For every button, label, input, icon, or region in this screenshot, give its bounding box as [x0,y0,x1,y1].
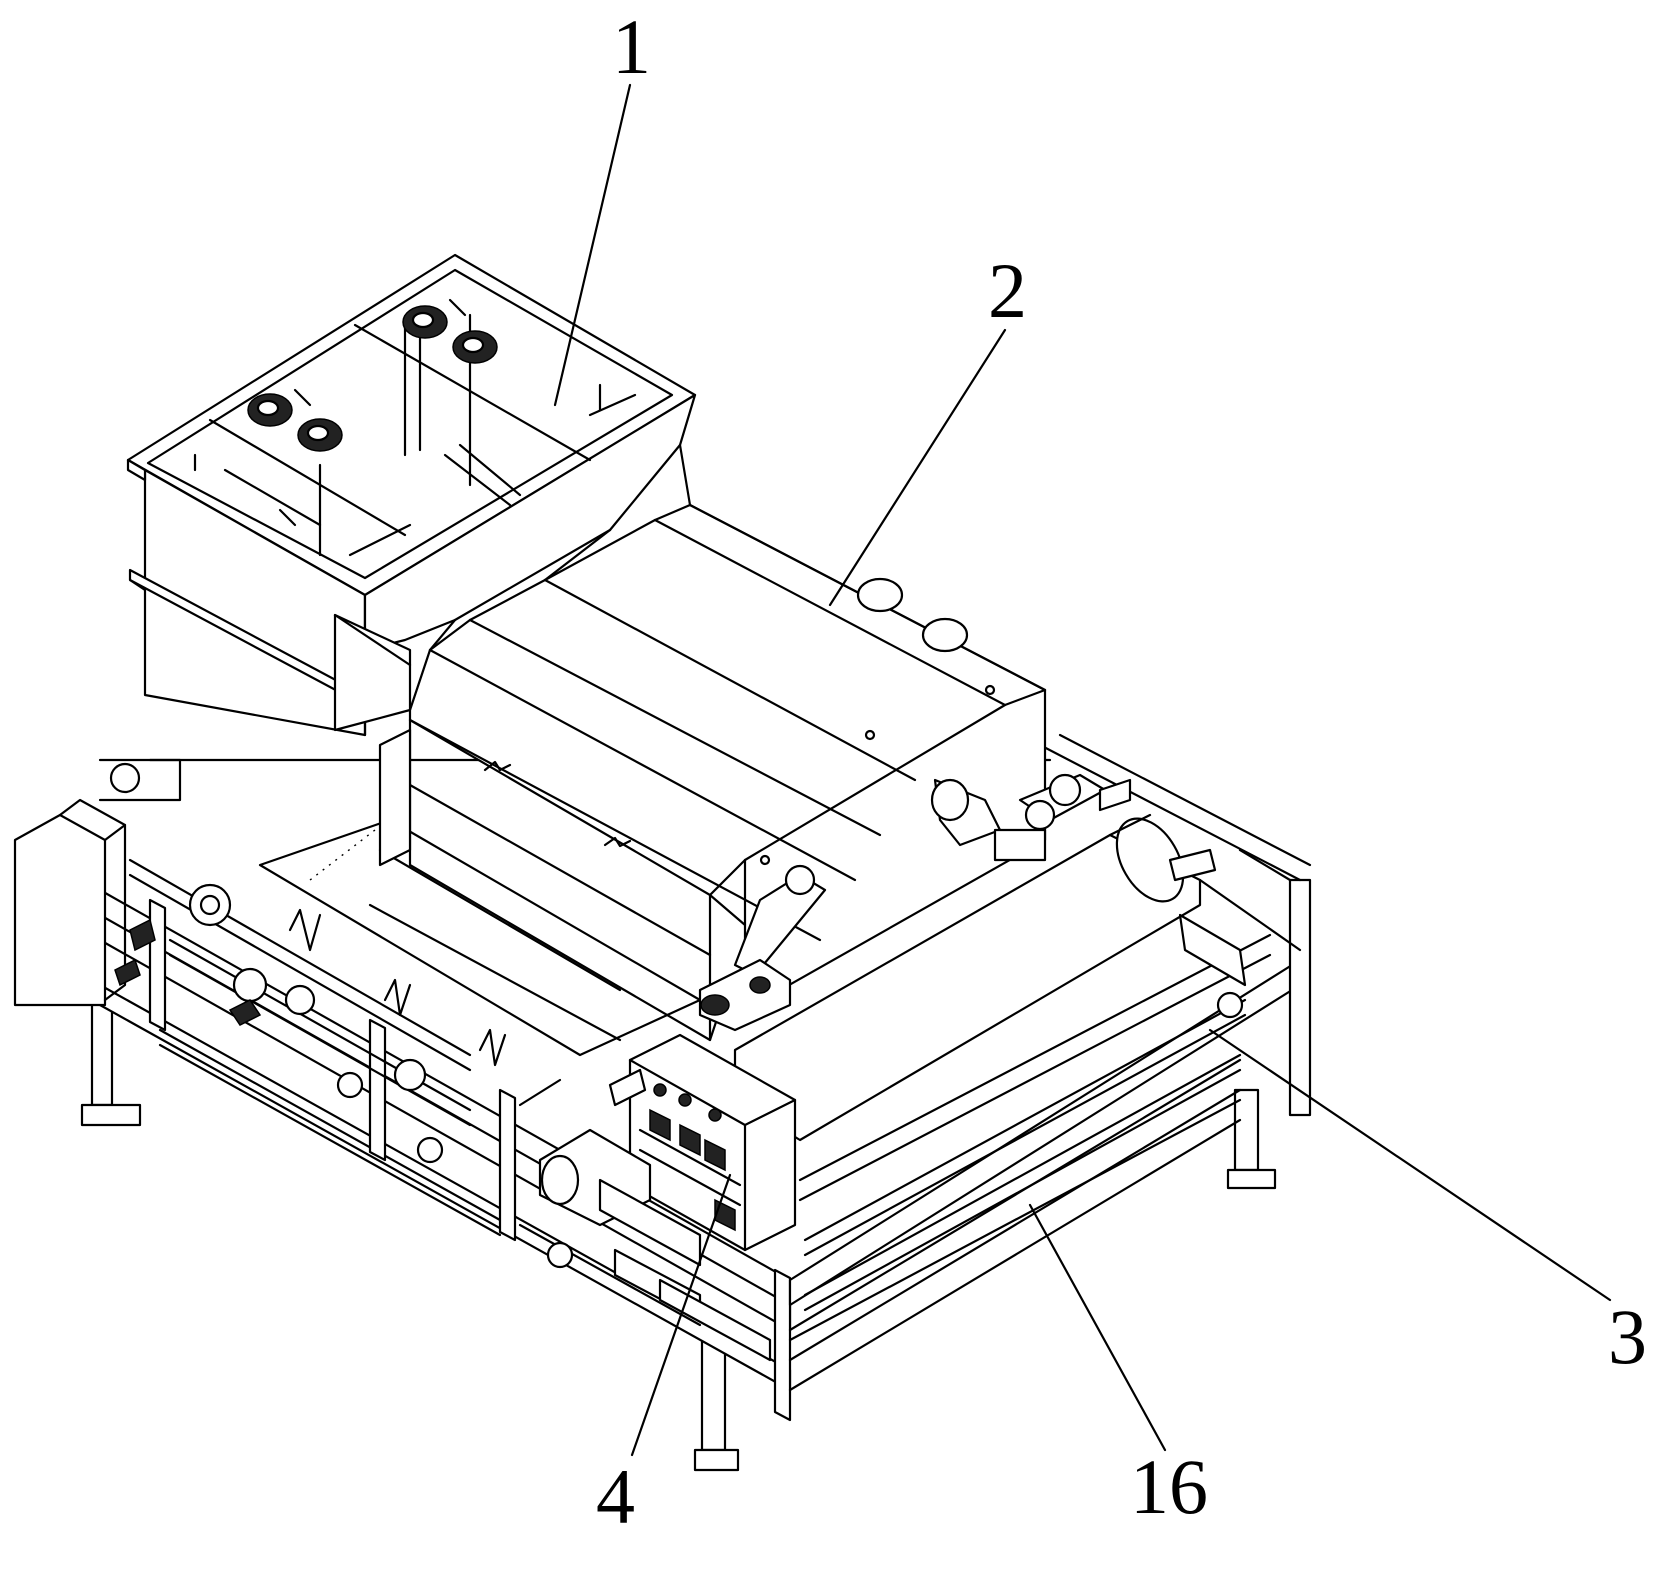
left-end-guard [15,760,180,1005]
press-rollers [735,807,1300,1340]
label-1: 1 [612,3,651,90]
label-2: 2 [988,247,1027,334]
label-4: 4 [596,1453,635,1540]
front-drive-unit [520,1070,770,1360]
label-3: 3 [1608,1293,1647,1380]
leader-line-16 [1030,1205,1165,1450]
label-16: 16 [1130,1443,1208,1530]
leader-line-1 [555,85,630,405]
housing-cover [380,505,1130,1040]
control-cabinet [630,1035,795,1250]
leader-lines [555,85,1610,1455]
leader-line-4 [632,1175,730,1455]
support-legs [82,1000,1275,1470]
mixing-tank [128,255,695,735]
leader-line-3 [1210,1030,1610,1300]
leader-line-2 [830,330,1005,605]
left-roller-mechanism [115,860,505,1162]
